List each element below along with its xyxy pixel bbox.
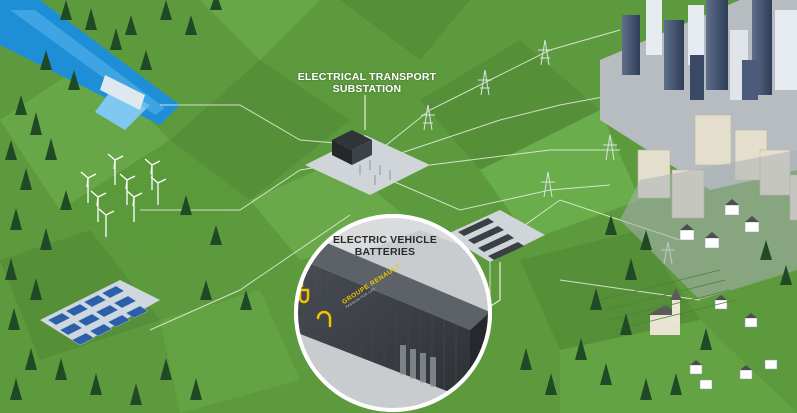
houses: [620, 150, 797, 390]
church: [648, 288, 682, 335]
solar-panels: [40, 280, 160, 346]
batteries-label-line1: ELECTRIC VEHICLE: [332, 234, 438, 246]
wind-turbines: [80, 153, 167, 237]
substation: [305, 95, 430, 195]
batteries-label-line2: BATTERIES: [354, 246, 416, 259]
batteries-label: ELECTRIC VEHICLE BATTERIES: [300, 234, 470, 258]
dam: [0, 0, 180, 130]
trees: [5, 0, 792, 405]
substation-label-line1: ELECTRICAL TRANSPORT: [297, 71, 437, 83]
substation-label-line2: SUBSTATION: [332, 83, 402, 96]
battery-yard: [445, 210, 545, 321]
battery-lens: [294, 214, 492, 412]
substation-label: ELECTRICAL TRANSPORT SUBSTATION: [293, 71, 441, 95]
fields: [599, 269, 736, 331]
